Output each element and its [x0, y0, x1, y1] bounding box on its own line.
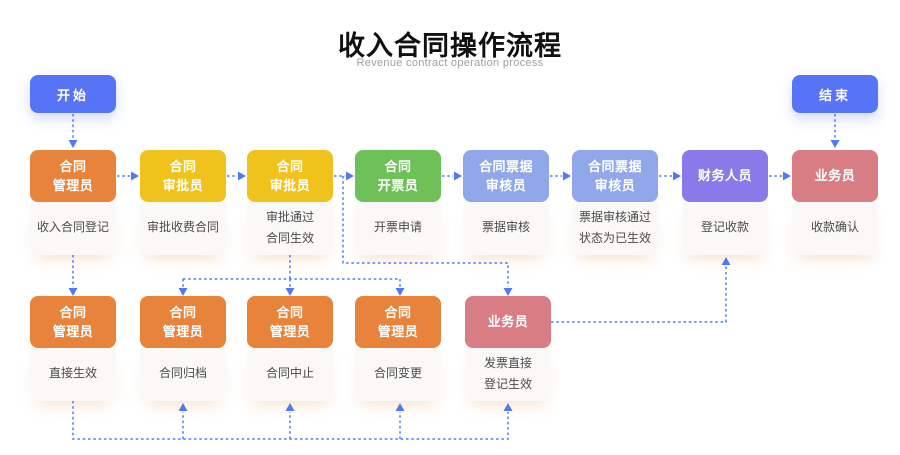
role-header: 财务人员	[682, 150, 768, 202]
node-bill-auditor-pass: 合同票据 审核员 票据审核通过 状态为已生效	[572, 150, 658, 255]
task-label: 合同中止	[247, 346, 333, 401]
role-header: 合同 审批员	[140, 150, 226, 202]
start-node: 开始	[30, 75, 116, 113]
role-header: 合同 管理员	[30, 296, 116, 348]
node-bill-auditor-review: 合同票据 审核员 票据审核	[463, 150, 549, 255]
node-approver-review: 合同 审批员 审批收费合同	[140, 150, 226, 255]
node-approver-effective: 合同 审批员 审批通过 合同生效	[247, 150, 333, 255]
connector-effective-branch-to-archive-terminate-modify	[178, 255, 405, 296]
role-header: 合同票据 审核员	[463, 150, 549, 202]
role-header: 合同 管理员	[247, 296, 333, 348]
connector-bottom-bus	[72, 401, 513, 440]
role-header: 合同 审批员	[247, 150, 333, 202]
task-label: 票据审核	[463, 200, 549, 255]
role-header: 业务员	[792, 150, 878, 202]
role-header: 合同票据 审核员	[572, 150, 658, 202]
task-label: 审批通过 合同生效	[247, 200, 333, 255]
task-label: 票据审核通过 状态为已生效	[572, 200, 658, 255]
role-header: 合同 开票员	[355, 150, 441, 202]
end-node: 结束	[792, 75, 878, 113]
node-admin-terminate: 合同 管理员 合同中止	[247, 296, 333, 401]
connector-start-to-register	[68, 114, 78, 148]
role-header: 合同 管理员	[140, 296, 226, 348]
connector-end-to-confirm	[830, 114, 840, 148]
node-admin-modify: 合同 管理员 合同变更	[355, 296, 441, 401]
page-title: 收入合同操作流程	[338, 31, 562, 61]
task-label: 直接生效	[30, 346, 116, 401]
node-finance-register-payment: 财务人员 登记收款	[682, 150, 768, 255]
node-invoicer-apply: 合同 开票员 开票申请	[355, 150, 441, 255]
node-admin-archive: 合同 管理员 合同归档	[140, 296, 226, 401]
task-label: 登记收款	[682, 200, 768, 255]
task-label: 合同归档	[140, 346, 226, 401]
task-label: 收入合同登记	[30, 200, 116, 255]
task-label: 发票直接 登记生效	[465, 346, 551, 401]
task-label: 合同变更	[355, 346, 441, 401]
node-contract-admin-register: 合同 管理员 收入合同登记	[30, 150, 116, 255]
role-header: 合同 管理员	[355, 296, 441, 348]
role-header: 合同 管理员	[30, 150, 116, 202]
node-sales-confirm-payment: 业务员 收款确认	[792, 150, 878, 255]
node-sales-invoice-direct: 业务员 发票直接 登记生效	[465, 296, 551, 401]
page-subtitle: Revenue contract operation process	[356, 57, 544, 69]
node-admin-direct-effective: 合同 管理员 直接生效	[30, 296, 116, 401]
connector-register-to-direct-effective	[68, 255, 78, 296]
task-label: 开票申请	[355, 200, 441, 255]
task-label: 审批收费合同	[140, 200, 226, 255]
connector-invoice-direct-to-register-payment	[551, 257, 731, 323]
task-label: 收款确认	[792, 200, 878, 255]
role-header: 业务员	[465, 296, 551, 348]
